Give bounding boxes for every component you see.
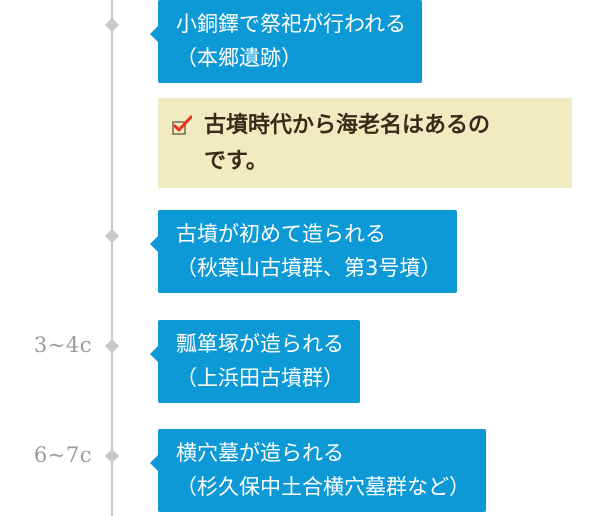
timeline-axis: [111, 0, 113, 516]
timeline-marker: [104, 17, 120, 33]
checkbox-checked-icon: [172, 115, 192, 135]
timeline-event: 横穴墓が造られる （杉久保中土合横穴墓群など）: [150, 429, 486, 512]
info-note: 古墳時代から海老名はあるの です。: [158, 98, 572, 188]
era-label: 3~4c: [33, 333, 92, 357]
note-text-line: です。: [204, 149, 268, 174]
timeline-marker: [104, 338, 120, 354]
timeline-marker: [104, 448, 120, 464]
note-text-line: 古墳時代から海老名はあるの: [204, 113, 491, 138]
event-title: 小銅鐸で祭祀が行われる: [176, 12, 406, 36]
event-title: 横穴墓が造られる: [176, 441, 344, 465]
event-site: （杉久保中土合横穴墓群など）: [176, 475, 470, 499]
event-title: 古墳が初めて造られる: [176, 222, 386, 246]
event-site: （本郷遺跡）: [176, 46, 302, 70]
timeline-event: 古墳が初めて造られる （秋葉山古墳群、第3号墳）: [149, 210, 458, 293]
timeline-event: 小銅鐸で祭祀が行われる （本郷遺跡）: [150, 0, 422, 83]
event-site: （秋葉山古墳群、第3号墳）: [176, 256, 442, 280]
event-title: 瓢箪塚が造られる: [176, 332, 344, 356]
event-site: （上浜田古墳群）: [176, 366, 344, 390]
timeline-event: 瓢箪塚が造られる （上浜田古墳群）: [150, 320, 360, 403]
era-label: 6~7c: [33, 443, 92, 467]
timeline-marker: [104, 228, 120, 244]
